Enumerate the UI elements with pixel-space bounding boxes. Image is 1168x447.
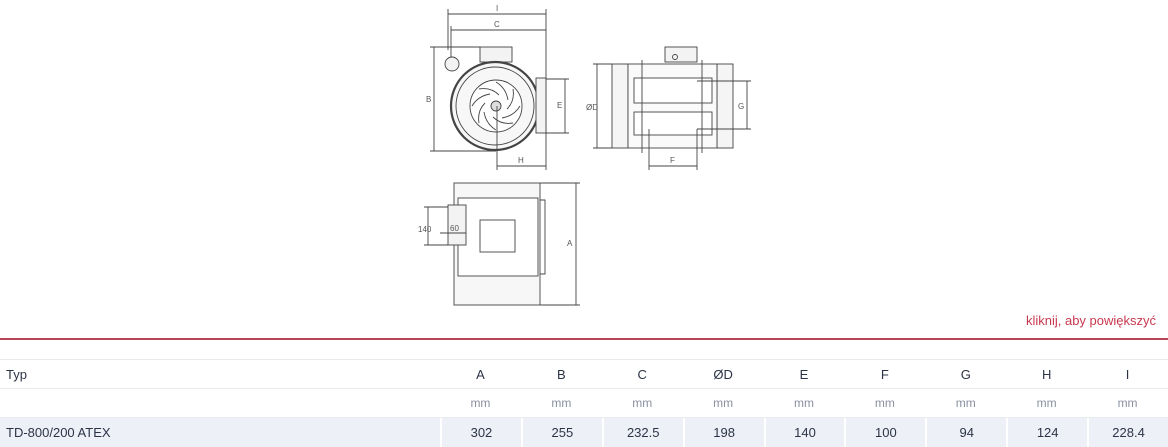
- col-header: B: [557, 366, 566, 382]
- unit-cell: mm: [1117, 396, 1138, 410]
- dim-label-f: F: [670, 156, 675, 165]
- col-header: C: [637, 366, 647, 382]
- unit-cell: mm: [551, 396, 572, 410]
- col-header: H: [1041, 366, 1052, 382]
- value-cell: 198: [682, 418, 764, 447]
- divider: [0, 338, 1168, 340]
- col-header: ØD: [713, 366, 733, 382]
- unit-cell: mm: [794, 396, 814, 410]
- unit-cell: mm: [632, 396, 653, 410]
- value-cell: 140: [763, 418, 845, 447]
- dim-label-i: I: [496, 4, 498, 13]
- table-row: TD-800/200 ATEX 302 255 232.5 198 140 10…: [0, 418, 1168, 447]
- value-cell: 124: [1006, 418, 1087, 447]
- header-row: Typ A B C ØD E F G H I: [0, 360, 1168, 389]
- dim-label-140: 140: [418, 225, 432, 234]
- unit-spacer: [0, 389, 440, 417]
- value-cell: 302: [440, 418, 521, 447]
- dim-label-g: G: [738, 102, 744, 111]
- value-cell: 94: [925, 418, 1006, 447]
- value-cell: 255: [520, 418, 602, 447]
- col-header: F: [880, 366, 889, 382]
- enlarge-link[interactable]: kliknij, aby powiększyć: [1025, 313, 1156, 328]
- unit-row: mm mm mm mm mm mm mm mm mm: [0, 389, 1168, 418]
- col-header: A: [476, 366, 485, 382]
- type-header: Typ: [6, 366, 27, 382]
- dim-label-b: B: [426, 95, 431, 104]
- dim-label-60: 60: [450, 224, 459, 233]
- value-cell: 100: [844, 418, 925, 447]
- dimensions-table: Typ A B C ØD E F G H I mm mm mm mm mm mm…: [0, 359, 1168, 447]
- dim-label-d: ØD: [586, 103, 598, 112]
- dimension-drawing[interactable]: I C B E H ØD G F 140 60 A: [0, 0, 1168, 310]
- dim-label-a: A: [567, 239, 573, 248]
- unit-cell: mm: [713, 396, 734, 410]
- dim-label-h: H: [518, 156, 524, 165]
- front-view: I C B E H: [426, 4, 569, 170]
- unit-cell: mm: [955, 396, 976, 410]
- side-view: ØD G F: [586, 46, 751, 170]
- dim-label-e: E: [557, 101, 562, 110]
- col-header: G: [960, 366, 971, 382]
- value-cell: 228.4: [1087, 418, 1168, 447]
- unit-cell: mm: [470, 396, 491, 410]
- bottom-view: 140 60 A: [418, 182, 580, 306]
- unit-cell: mm: [1036, 396, 1057, 410]
- col-header: E: [799, 366, 809, 382]
- value-cell: 232.5: [601, 418, 683, 447]
- type-cell: TD-800/200 ATEX: [6, 425, 111, 440]
- unit-cell: mm: [874, 396, 895, 410]
- col-header: I: [1125, 366, 1130, 382]
- dim-label-c: C: [494, 20, 500, 29]
